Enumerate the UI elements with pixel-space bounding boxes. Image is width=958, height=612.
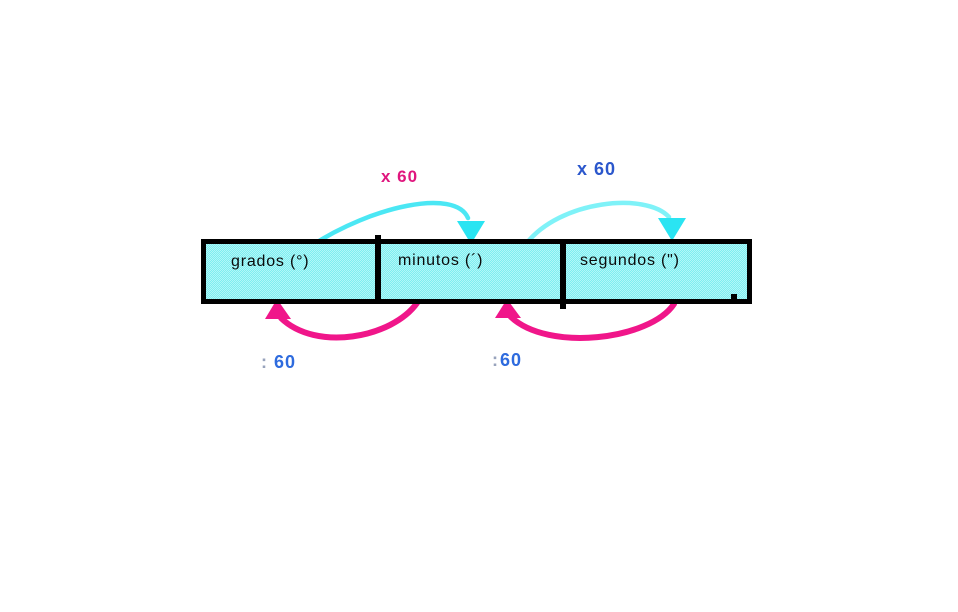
- divide-right-colon: :: [492, 350, 499, 370]
- divide-arrow-left-icon: [278, 300, 420, 341]
- cell-label-minutos: minutos (´): [398, 252, 484, 269]
- divide-by-60-label-left: :60: [261, 352, 296, 373]
- multiply-arrow-right-head-icon: [658, 218, 686, 241]
- divide-left-colon: :: [261, 352, 268, 372]
- bar-divider-grados-minutos: [375, 235, 381, 304]
- cell-label-grados: grados (°): [231, 253, 310, 270]
- units-bar: [201, 239, 752, 304]
- cell-label-segundos: segundos ("): [580, 252, 680, 269]
- divide-right-value: 60: [500, 350, 523, 370]
- bar-notch-mark: [731, 294, 737, 299]
- bar-divider-minutos-segundos: [560, 239, 566, 309]
- multiply-arrow-right-icon: [523, 200, 672, 247]
- divide-by-60-label-right: :60: [492, 350, 522, 371]
- multiply-by-60-label-left: x 60: [381, 167, 419, 186]
- multiply-by-60-label-right: x 60: [577, 159, 617, 179]
- divide-arrow-right-icon: [508, 301, 677, 341]
- divide-left-value: 60: [274, 352, 297, 372]
